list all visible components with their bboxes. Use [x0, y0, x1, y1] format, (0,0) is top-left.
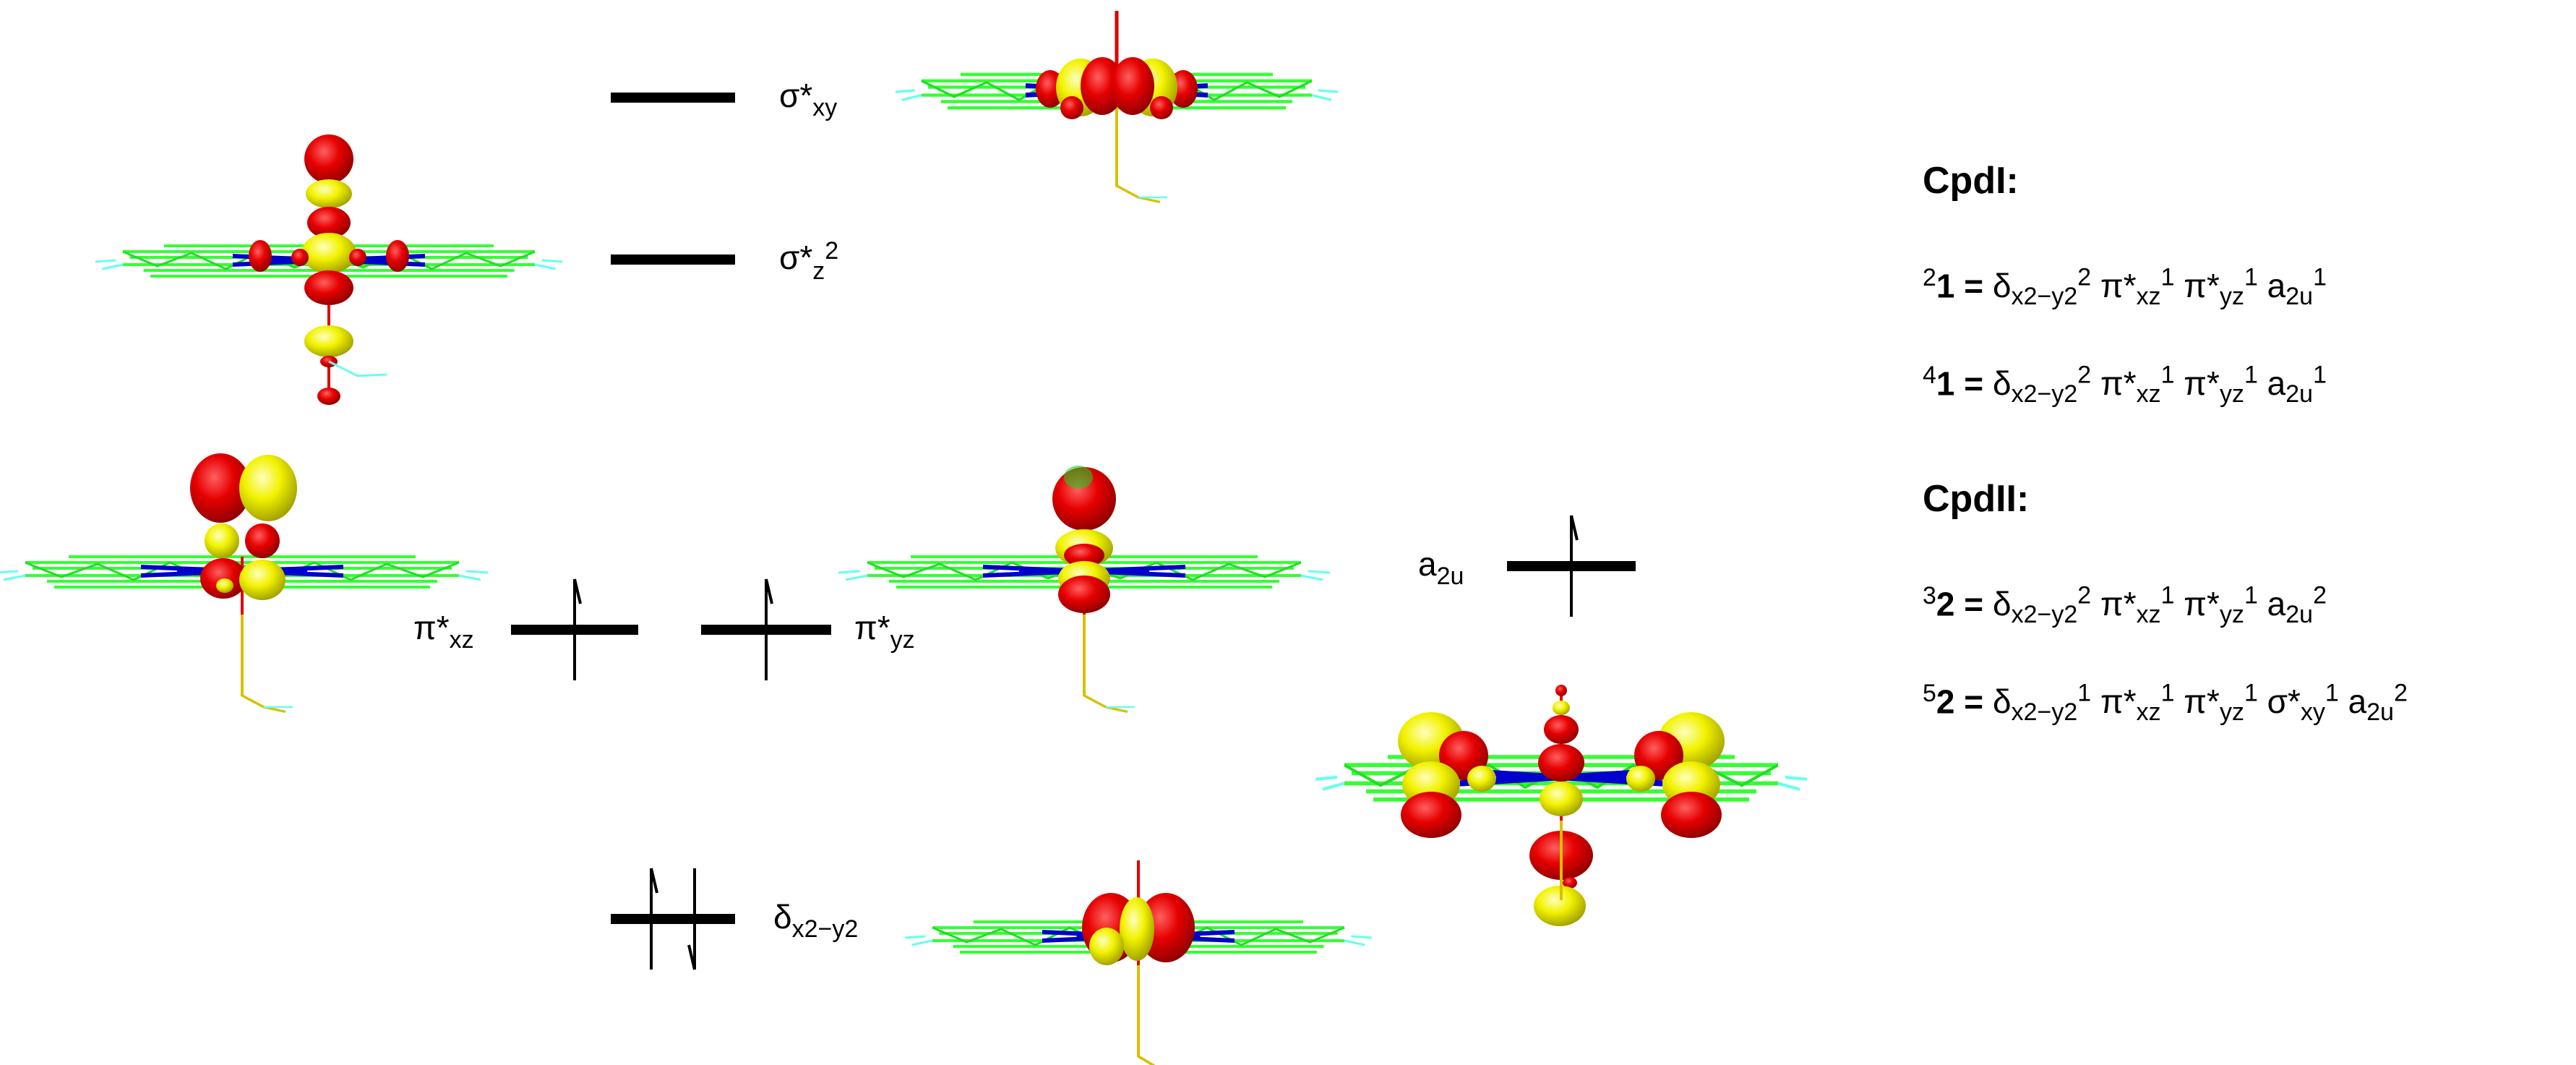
orbital-image-sigma-z2	[95, 134, 562, 405]
orbital-term: π*xz1	[2091, 680, 2175, 727]
level-sigma-xy-bar	[611, 93, 735, 103]
level-pi-xz: π*xz	[413, 578, 638, 680]
level-pi-xz-electrons	[573, 578, 582, 680]
level-sigma-z2-label: σ*z2	[779, 237, 838, 285]
multiplicity: 2	[1923, 264, 1936, 291]
level-a2u-electrons	[1570, 515, 1579, 617]
config-row-4: 52 = δx2−y21 π*xz1 π*yz1 σ*xy1 a2u2	[1923, 680, 2408, 727]
species-number: 1	[1936, 267, 1955, 305]
orbital-term: π*yz1	[2174, 362, 2258, 409]
orbital-image-pi-xz	[0, 453, 488, 714]
orbital-term: π*xz1	[2091, 362, 2175, 409]
species-number: 2	[1936, 585, 1955, 623]
orbital-term: π*yz1	[2174, 582, 2258, 629]
species-number: 1	[1936, 364, 1955, 403]
orbital-term: σ*xy1	[2257, 680, 2339, 727]
orbital-term: a2u2	[2338, 680, 2408, 727]
orbital-image-a2u	[1315, 685, 1807, 926]
arrow-head-icon	[765, 578, 773, 604]
orbital-term: δx2−y22	[1992, 264, 2092, 311]
orbital-term: a2u1	[2257, 362, 2327, 409]
config-row-3: 32 = δx2−y22 π*xz1 π*yz1 a2u2	[1923, 582, 2327, 629]
level-delta-label: δx2−y2	[773, 898, 858, 943]
level-delta-electrons	[650, 868, 696, 970]
arrow-head-icon	[573, 578, 582, 604]
orbital-term: δx2−y22	[1992, 582, 2092, 629]
arrow-head-icon	[650, 868, 658, 894]
orbital-term: π*yz1	[2174, 264, 2258, 311]
orbital-term: a2u1	[2257, 264, 2327, 311]
level-a2u-label: a2u	[1418, 545, 1464, 590]
arrow-head-icon	[1570, 515, 1579, 541]
level-delta-bar	[611, 914, 735, 924]
orbital-term: δx2−y21	[1992, 680, 2092, 727]
multiplicity: 4	[1923, 362, 1936, 389]
orbital-image-delta	[905, 860, 1372, 1065]
orbital-image-pi-yz	[838, 466, 1330, 714]
level-pi-yz-label: π*yz	[854, 609, 915, 654]
level-pi-yz-electrons	[765, 578, 773, 680]
level-pi-xz-label: π*xz	[413, 609, 474, 654]
config-row-2: 41 = δx2−y22 π*xz1 π*yz1 a2u1	[1923, 362, 2327, 409]
level-sigma-xy: σ*xy	[611, 77, 837, 121]
orbital-term: π*yz1	[2174, 680, 2258, 727]
level-a2u: a2u	[1418, 515, 1636, 617]
arrow-head-icon	[687, 944, 696, 970]
level-sigma-xy-label: σ*xy	[779, 77, 837, 121]
cpd2-heading: CpdII:	[1923, 478, 2030, 520]
orbital-term: δx2−y22	[1992, 362, 2092, 409]
species-number: 2	[1936, 683, 1955, 721]
orbital-term: π*xz1	[2091, 582, 2175, 629]
orbital-term: π*xz1	[2091, 264, 2175, 311]
orbital-term: a2u2	[2257, 582, 2327, 629]
config-row-1: 21 = δx2−y22 π*xz1 π*yz1 a2u1	[1923, 264, 2327, 311]
level-sigma-z2-bar	[611, 255, 735, 265]
multiplicity: 5	[1923, 680, 1936, 707]
level-pi-yz: π*yz	[701, 578, 915, 680]
level-sigma-z2: σ*z2	[611, 237, 838, 285]
multiplicity: 3	[1923, 582, 1936, 610]
orbital-image-sigma-xy	[896, 11, 1338, 204]
level-delta: δx2−y2	[611, 868, 858, 970]
cpd1-heading: CpdI:	[1923, 160, 2019, 202]
